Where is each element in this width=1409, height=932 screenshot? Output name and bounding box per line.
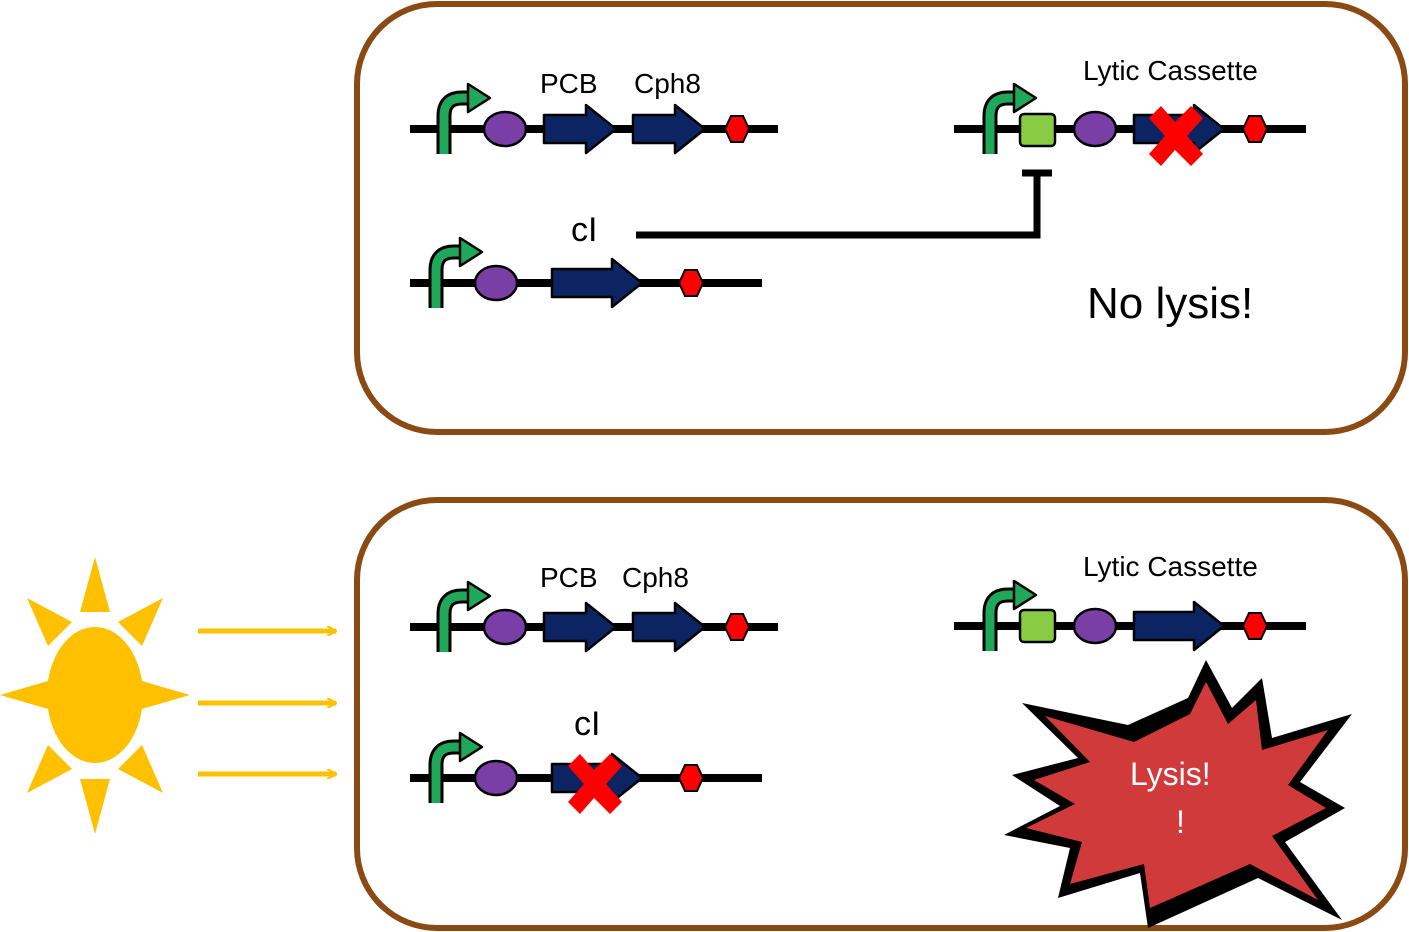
sun-icon: [0, 557, 190, 834]
rbs-oval-icon: [482, 608, 528, 646]
light-rays: [198, 631, 336, 774]
promoter-arrow-icon: [444, 582, 490, 652]
terminator-icon: [724, 115, 750, 143]
pcb-label: PCB: [540, 68, 598, 99]
repression-connector: [636, 173, 1041, 239]
lysis-burst-icon: Lysis! !: [1004, 660, 1352, 928]
dark-condition-panel: [354, 1, 1408, 435]
ci-label: cI: [574, 705, 600, 743]
rbs-oval-icon: [473, 264, 519, 302]
rbs-oval-icon: [473, 759, 519, 797]
promoter-arrow-icon: [436, 733, 482, 803]
pcb-label: PCB: [540, 562, 598, 593]
cph8-label: Cph8: [622, 562, 689, 593]
construct-ci-dark: cI: [410, 211, 762, 308]
lytic-cassette-label: Lytic Cassette: [1083, 55, 1258, 86]
ci-label: cI: [571, 211, 597, 249]
pcb-cds-arrow-icon: [542, 103, 618, 155]
cph8-label: Cph8: [634, 68, 701, 99]
construct-pcb-cph8-dark: PCB Cph8: [410, 68, 778, 154]
rbs-oval-icon: [482, 110, 528, 148]
terminator-icon: [678, 269, 704, 297]
lysis-result-continuation: !: [1176, 804, 1185, 840]
terminator-icon: [1242, 612, 1268, 640]
rbs-oval-icon: [1072, 607, 1118, 645]
lytic-cds-arrow-icon: [1132, 600, 1226, 652]
light-condition-panel: [354, 497, 1408, 931]
pcb-cds-arrow-icon: [542, 601, 618, 653]
rbs-oval-icon: [1072, 110, 1118, 148]
promoter-arrow-icon: [444, 84, 490, 154]
construct-ci-light: cI: [410, 705, 762, 814]
ci-cds-arrow-icon: [550, 257, 644, 309]
terminator-icon: [678, 764, 704, 792]
cph8-cds-arrow-icon: [631, 601, 707, 653]
lysis-result: Lysis!: [1130, 756, 1211, 792]
construct-lytic-cassette-dark: Lytic Cassette: [954, 55, 1306, 166]
construct-lytic-cassette-light: Lytic Cassette: [954, 551, 1306, 651]
cph8-cds-arrow-icon: [631, 103, 707, 155]
terminator-icon: [724, 613, 750, 641]
lytic-cassette-label: Lytic Cassette: [1083, 551, 1258, 582]
operator-square-icon: [1018, 112, 1057, 148]
promoter-arrow-icon: [436, 238, 482, 308]
terminator-icon: [1242, 115, 1268, 143]
construct-pcb-cph8-light: PCB Cph8: [410, 562, 778, 652]
no-lysis-result: No lysis!: [1087, 279, 1253, 328]
operator-square-icon: [1018, 608, 1057, 644]
